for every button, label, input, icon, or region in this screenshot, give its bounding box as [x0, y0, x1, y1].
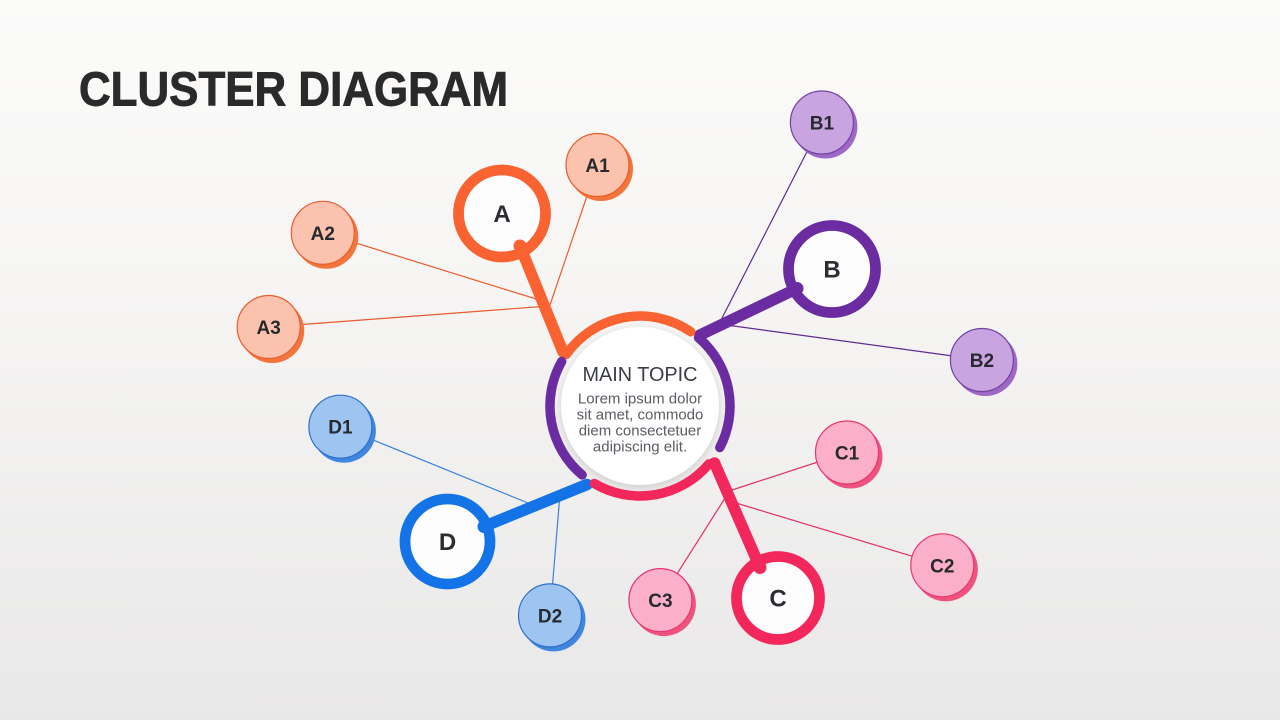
svg-text:D: D [439, 529, 456, 556]
svg-text:A3: A3 [257, 318, 281, 339]
svg-text:A: A [493, 201, 510, 228]
svg-text:B1: B1 [810, 114, 835, 135]
svg-text:C2: C2 [930, 556, 954, 577]
svg-text:B2: B2 [970, 351, 994, 372]
svg-text:Lorem ipsum dolor: Lorem ipsum dolor [578, 390, 702, 407]
svg-text:A2: A2 [311, 224, 335, 245]
svg-text:CLUSTER DIAGRAM: CLUSTER DIAGRAM [79, 63, 508, 117]
svg-text:B: B [823, 257, 840, 284]
svg-text:C: C [769, 586, 786, 613]
svg-text:sit amet, commodo: sit amet, commodo [577, 406, 704, 423]
svg-text:C1: C1 [835, 444, 860, 465]
svg-text:MAIN TOPIC: MAIN TOPIC [583, 364, 698, 386]
svg-text:adipiscing elit.: adipiscing elit. [593, 438, 687, 455]
svg-text:A1: A1 [585, 156, 610, 177]
svg-text:D2: D2 [538, 606, 562, 627]
svg-text:D1: D1 [328, 418, 353, 439]
svg-text:C3: C3 [648, 591, 672, 612]
svg-text:diem consectetuer: diem consectetuer [579, 422, 702, 439]
